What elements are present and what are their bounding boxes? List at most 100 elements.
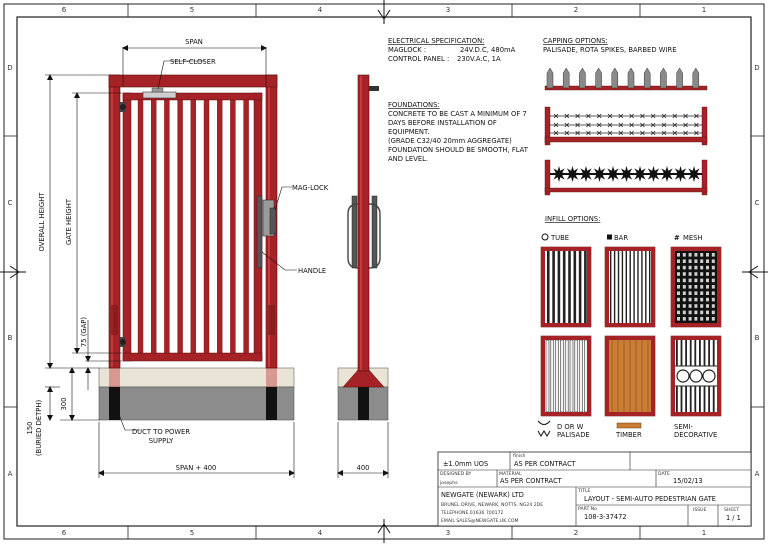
gap-label: 75 (GAP) [80,317,88,347]
timber-swatch-icon [616,422,642,429]
rota-spike-capping [544,159,708,196]
concrete-foundation [98,386,295,421]
barb [650,122,656,128]
gate-bar [177,99,183,354]
zone-row-label: B [755,334,760,342]
foundations-line: (GRADE C32/40 20mm AGGREGATE) [388,137,512,145]
barb [586,130,591,136]
barb [640,113,645,119]
infill-decorative-legend: SEMI- DECORATIVE [674,423,717,439]
gate-bar [164,99,170,354]
palisade-pale [562,67,570,89]
zone-column-label: 3 [446,6,450,14]
handle [256,195,263,269]
finish-value: AS PER CONTRACT [514,460,577,468]
zone-column-label: 5 [190,6,194,14]
barb [683,130,688,136]
designed-by-field-label: DESIGNED BY [440,471,472,477]
barb [661,122,667,128]
zone-column-label: 1 [702,6,706,14]
gate-bar [243,99,249,354]
barb [553,113,559,119]
duct-label-line2: SUPPLY [149,437,174,445]
barb [618,113,624,119]
gate-bar [150,99,157,354]
zone-column-label: 4 [318,6,323,14]
electrical-title: ELECTRICAL SPECIFICATION: [388,37,484,45]
rota-spike [591,166,608,182]
side-post [357,74,370,372]
infill-tube-label: TUBE [550,234,569,242]
company-address: BRUNEL DRIVE, NEWARK, NOTTS. NG24 2DE [441,502,543,508]
front-elevation-labels: SPAN SELF-CLOSER OVERALL HEIGHT GATE HEI… [26,38,329,472]
side-handle [371,195,378,269]
finish-field-label: finish [513,453,525,459]
post-buried-left [109,387,120,420]
palisade-pale [676,67,683,89]
palisade-pale [660,67,667,89]
issue-field-label: ISSUE [693,507,707,513]
date-field-label: DATE [658,471,670,477]
palisade-label-line1: D OR W [557,423,584,431]
designed-by-value: josephs [439,480,458,486]
part-no-value: 108-3-37472 [584,513,627,521]
barb [694,113,699,119]
barb [650,113,656,119]
palisade-capping [544,67,708,91]
duct-label-line1: DUCT TO POWER [132,428,190,436]
rota-spike [618,166,635,182]
barb [607,122,613,128]
self-closer [142,91,177,99]
palisade-w-icon [537,430,551,437]
rota-spike [632,166,648,182]
timber-label: TIMBER [615,431,642,439]
decorative-label-line2: DECORATIVE [674,431,717,439]
rota-spike [686,166,702,182]
overall-height-label: OVERALL HEIGHT [38,192,46,252]
gate-bar [216,99,223,354]
palisade-d-icon [537,420,551,425]
top-rail [108,74,278,88]
barb [672,130,678,136]
barb [607,113,613,119]
infill-palisade-panel [540,335,592,417]
palisade-pale [692,67,700,89]
foundations-line: FOUNDATION SHOULD BE SMOOTH, FLAT [388,146,529,154]
control-panel-value: 230V.A.C, 1A [457,55,501,63]
barb [553,130,559,136]
barb [629,122,634,128]
zone-column-label: 3 [446,529,450,537]
dim-400-label: 400 [357,464,370,472]
infill-mesh-label: MESH [683,234,703,242]
barb [607,130,613,136]
control-panel-name: CONTROL PANEL : [388,55,449,63]
barb [575,122,580,128]
zone-row-label: D [7,64,12,72]
gate-infill-bars [137,99,249,354]
zone-column-label: 6 [62,6,67,14]
zone-row-label: B [8,334,13,342]
infill-panels [540,246,722,417]
zone-column-label: 4 [318,529,323,537]
barb [564,122,570,128]
palisade-label-line2: PALISADE [557,431,590,439]
zone-row-label: A [755,470,760,478]
infill-tube-panel [540,246,592,328]
foundations-line: DAYS BEFORE INSTALLATION OF [388,119,497,127]
drawing-title: LAYOUT - SEMI-AUTO PEDESTRIAN GATE [584,495,716,503]
barb [596,113,602,119]
infill-bar-panel [604,246,656,328]
barb [586,113,591,119]
rota-spike [672,166,689,182]
infill-bar-label: BAR [614,234,628,242]
barb [575,113,580,119]
zone-row-label: C [755,199,760,207]
infill-decorative-panel [670,335,722,417]
foundations-spec: FOUNDATIONS: CONCRETE TO BE CAST A MINIM… [388,101,529,163]
maglock-name: MAGLOCK : [388,46,426,54]
capping-subtitle: PALISADE, ROTA SPIKES, BARBED WIRE [543,46,677,54]
barb [618,130,624,136]
